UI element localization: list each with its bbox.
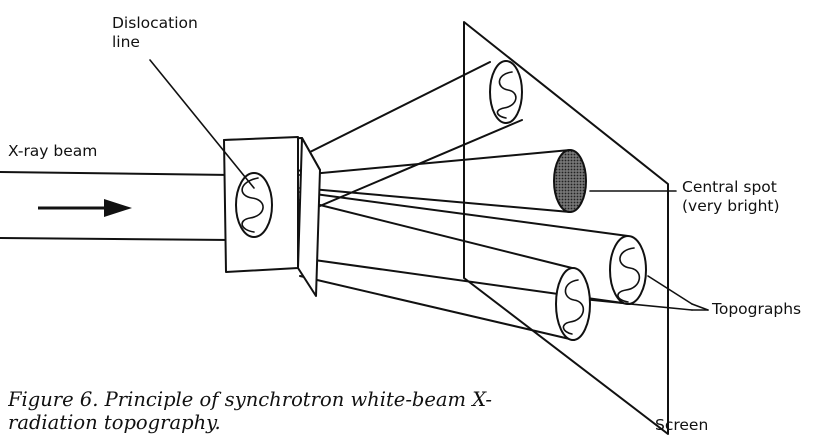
crystal-sample (223, 136, 321, 297)
screen-label: Screen (655, 416, 709, 434)
dislocation-line-label-line2: line (112, 33, 140, 51)
dislocation-squiggle (241, 177, 264, 233)
dislocation-line-label-line1: Dislocation (112, 14, 198, 32)
topograph-right (609, 235, 647, 305)
beam-direction-arrow (38, 199, 132, 217)
leader-lines (149, 59, 709, 311)
figure-caption: Figure 6. Principle of synchrotron white… (8, 388, 493, 434)
central-spot-label: Central spot (very bright) (682, 178, 780, 216)
dislocation-line-label: Dislocation line (112, 14, 198, 52)
xray-beam (0, 171, 233, 241)
central-spot (553, 149, 587, 213)
topographs-label: Topographs (712, 300, 802, 318)
xray-beam-label: X-ray beam (8, 142, 98, 160)
central-spot-label-line2: (very bright) (682, 197, 780, 215)
topograph-upper (489, 60, 523, 124)
central-spot-label-line1: Central spot (682, 178, 777, 196)
topograph-lower (555, 267, 591, 341)
screen-plane (463, 21, 669, 435)
